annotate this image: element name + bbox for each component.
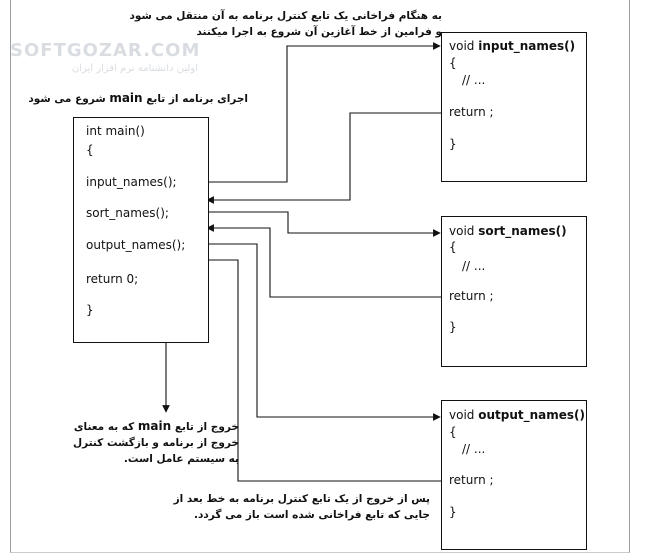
start-note-suffix: شروع می شود [28,93,110,105]
input-names-close-brace: } [449,137,457,151]
return-note: پس از خروج از یک تابع کنترل برنامه به خط… [174,491,430,523]
main-close-brace: } [86,303,94,317]
return-arrow-output [196,256,441,482]
start-note: اجرای برنامه از تابع main شروع می شود [28,90,248,107]
sort-names-return-statement: return ; [449,289,494,303]
input-names-return-statement: return ; [449,105,494,119]
output-names-close-brace: } [449,505,457,519]
input-names-return-type: void [449,39,479,53]
main-open-brace: { [86,143,94,157]
main-call-output-names: output_names(); [86,238,186,252]
input-names-open-brace: { [449,56,457,70]
call-note-line-1: به هنگام فراخانی یک تابع کنترل برنامه به… [129,10,442,22]
main-function-name: main() [105,124,145,138]
start-note-keyword: main [109,91,143,105]
call-arrow-output [207,243,441,421]
input-names-body-comment: // ... [462,73,486,87]
exit-note-line-1: خروج از تابع main که به معنای [73,418,239,435]
return-arrow-sort [206,224,441,298]
exit-note-prefix: خروج از تابع [171,421,239,433]
output-names-function-box [441,400,587,550]
call-note-line-2: و فرامین از خط آغازین آن شروع به اجرا می… [196,26,442,38]
return-note-line-1: پس از خروج از یک تابع کنترل برنامه به خط… [173,493,430,505]
sort-names-return-type: void [449,224,479,238]
sort-names-signature: void sort_names() [449,224,567,238]
exit-note-keyword: main [137,419,172,433]
input-names-signature: void input_names() [449,39,575,53]
sort-names-body-comment: // ... [462,259,486,273]
output-names-signature: void output_names() [449,408,585,422]
sort-names-close-brace: } [449,320,457,334]
call-note: به هنگام فراخانی یک تابع کنترل برنامه به… [130,8,442,40]
exit-note-line-3: به سیستم عامل است. [123,453,239,465]
main-call-input-names: input_names(); [86,175,177,189]
output-names-open-brace: { [449,425,457,439]
sort-names-open-brace: { [449,240,457,254]
exit-note: خروج از تابع main که به معنای خروج از بر… [73,418,239,467]
main-return-type: int [86,124,106,138]
main-function-box [73,117,209,343]
input-names-function-name: input_names() [478,39,576,53]
sort-names-function-name: sort_names() [478,224,567,238]
output-names-return-type: void [449,408,479,422]
call-arrow-sort [207,211,441,237]
output-names-body-comment: // ... [462,442,486,456]
output-names-return-statement: return ; [449,473,494,487]
main-call-sort-names: sort_names(); [86,206,169,220]
main-return-statement: return 0; [86,272,141,286]
exit-note-line-2: خروج از برنامه و بازگشت کنترل [72,437,239,449]
main-signature: int main() [86,124,145,138]
call-arrow-input [205,42,441,183]
exit-note-suffix: که به معنای [73,421,138,433]
start-note-prefix: اجرای برنامه از تابع [142,93,248,105]
return-arrow-input [206,112,441,204]
input-names-function-box [441,32,587,182]
sort-names-function-box [441,216,587,367]
return-note-line-2: جایی که تابع فراخانی شده است باز می گردد… [194,509,430,521]
output-names-function-name: output_names() [478,408,586,422]
